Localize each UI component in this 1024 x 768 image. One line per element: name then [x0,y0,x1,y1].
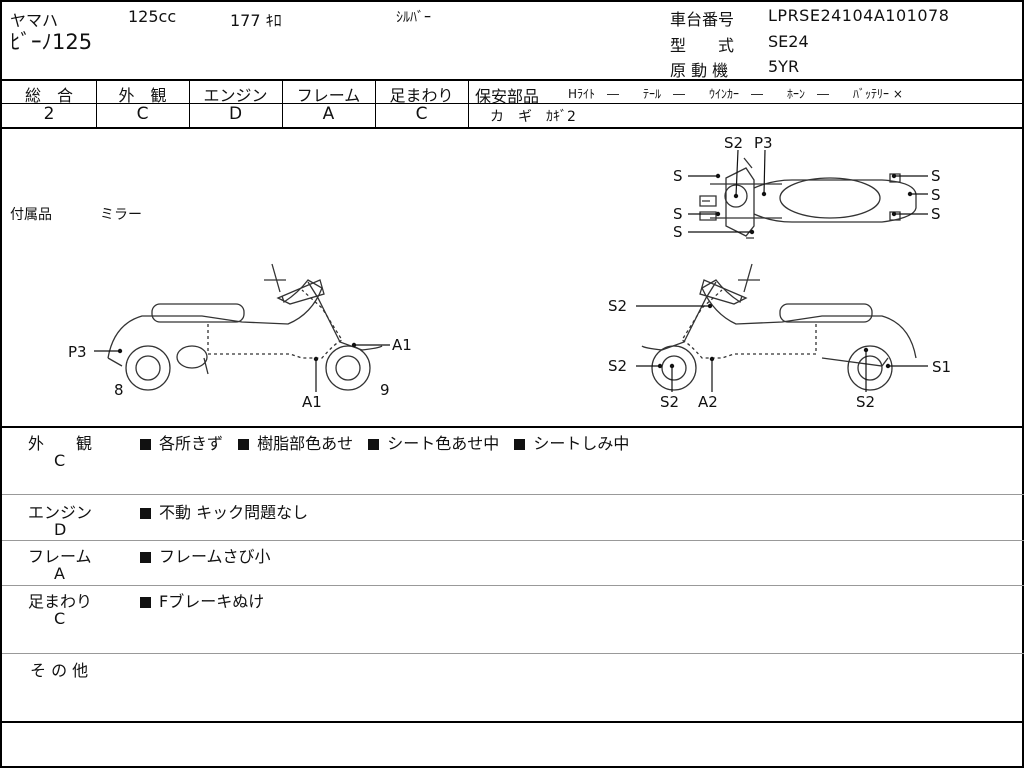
defect-item: Fブレーキぬけ [159,592,265,611]
rating-suspension-label: 足まわり [389,86,454,105]
scooter-right-view [641,263,917,391]
defect-item: フレームさび小 [159,547,271,566]
section-other-label: そ の 他 [30,661,89,680]
section-frame-grade: A [54,564,65,583]
divider [2,494,1024,495]
section-suspension-label: 足まわり [28,592,93,611]
diagram-label: S1 [932,358,951,376]
section-engine-grade: D [54,520,67,539]
section-suspension-grade: C [54,609,66,628]
type-label: 型 式 [670,36,735,55]
rating-suspension-value: C [415,104,428,124]
damage-diagram: S2 P3 S S S S S S P3 A1 A1 8 9 S2 S2 S2 … [68,134,951,411]
section-engine-label: エンジン [28,503,93,522]
bullet-icon [368,439,380,450]
diagram-label: P3 [68,343,87,361]
mileage: 177 ｷﾛ [230,11,282,30]
bullet-icon [140,508,151,519]
divider [468,103,1024,104]
divider [2,127,1024,129]
engine-label: 原 動 機 [670,61,729,80]
diagram-label: S [673,205,683,223]
diagram-label: S [931,167,941,185]
displacement: 125cc [128,7,177,26]
diagram-label: A1 [392,336,412,354]
diagram-label: S2 [724,134,743,152]
divider [2,426,1024,428]
divider [2,585,1024,586]
defect-item: シートしみ中 [533,434,630,453]
diagram-label: P3 [754,134,773,152]
engine-value: 5YR [768,57,800,76]
bullet-icon [140,597,151,608]
accessories-label: 付属品 [10,207,52,223]
diagram-label: 8 [114,381,124,399]
model-name: ﾋﾞｰﾉ125 [10,30,93,54]
scooter-left-view [107,263,383,391]
diagram-label: S [673,167,683,185]
maker: ヤマハ [10,11,59,30]
diagram-label: S2 [608,297,627,315]
divider [468,80,469,128]
section-frame-label: フレーム [28,547,92,566]
diagram-label: S2 [608,357,627,375]
divider [189,80,190,128]
rating-frame-label: フレーム [296,86,361,105]
safety-parts-status: Hﾗｲﾄ ― ﾃｰﾙ ― ｳｲﾝｶｰ ― ﾎｰﾝ ― ﾊﾞｯﾃﾘｰ × [568,87,903,101]
diagram-label: 9 [380,381,390,399]
chassis-label: 車台番号 [670,10,735,29]
divider [2,79,1024,81]
section-exterior-grade: C [54,451,66,470]
diagram-label: S [931,205,941,223]
divider [375,80,376,128]
key-status: カ ギ ｶｷﾞ2 [490,109,576,125]
type-value: SE24 [768,32,809,51]
bullet-icon [140,552,151,563]
rating-exterior-label: 外 観 [118,86,167,105]
accessories-value: ミラー [100,207,142,223]
section-suspension-items: Fブレーキぬけ [140,588,264,612]
diagram-label: A2 [698,393,718,411]
defect-item: シート色あせ中 [387,434,500,453]
section-exterior-label: 外 観 [28,434,93,453]
rating-engine-value: D [228,104,243,124]
divider [96,80,97,128]
rating-frame-value: A [322,104,335,124]
bullet-icon [238,439,250,450]
section-frame-items: フレームさび小 [140,543,271,567]
defect-item: 不動 キック問題なし [159,503,309,522]
divider [2,721,1024,723]
diagram-label: S [931,186,941,204]
rating-exterior-value: C [136,104,149,124]
chassis-number: LPRSE24104A101078 [768,6,950,25]
rating-total-value: 2 [43,104,55,124]
divider [2,103,468,104]
color: ｼﾙﾊﾞｰ [396,10,431,26]
rating-engine-label: エンジン [203,86,268,105]
bullet-icon [140,439,151,450]
rating-total-label: 総 合 [24,86,73,105]
divider [2,653,1024,654]
section-engine-items: 不動 キック問題なし [140,499,308,523]
diagram-label: S [673,223,683,241]
safety-label: 保安部品 [475,87,540,106]
diagram-label: A1 [302,393,322,411]
diagram-label: S2 [856,393,875,411]
defect-item: 樹脂部色あせ [257,434,354,453]
section-exterior-items: 各所きず 樹脂部色あせ シート色あせ中 シートしみ中 [140,430,639,454]
bullet-icon [514,439,526,450]
divider [282,80,283,128]
scooter-top-view [699,157,917,239]
diagram-label: S2 [660,393,679,411]
defect-item: 各所きず [159,434,224,453]
divider [2,540,1024,541]
